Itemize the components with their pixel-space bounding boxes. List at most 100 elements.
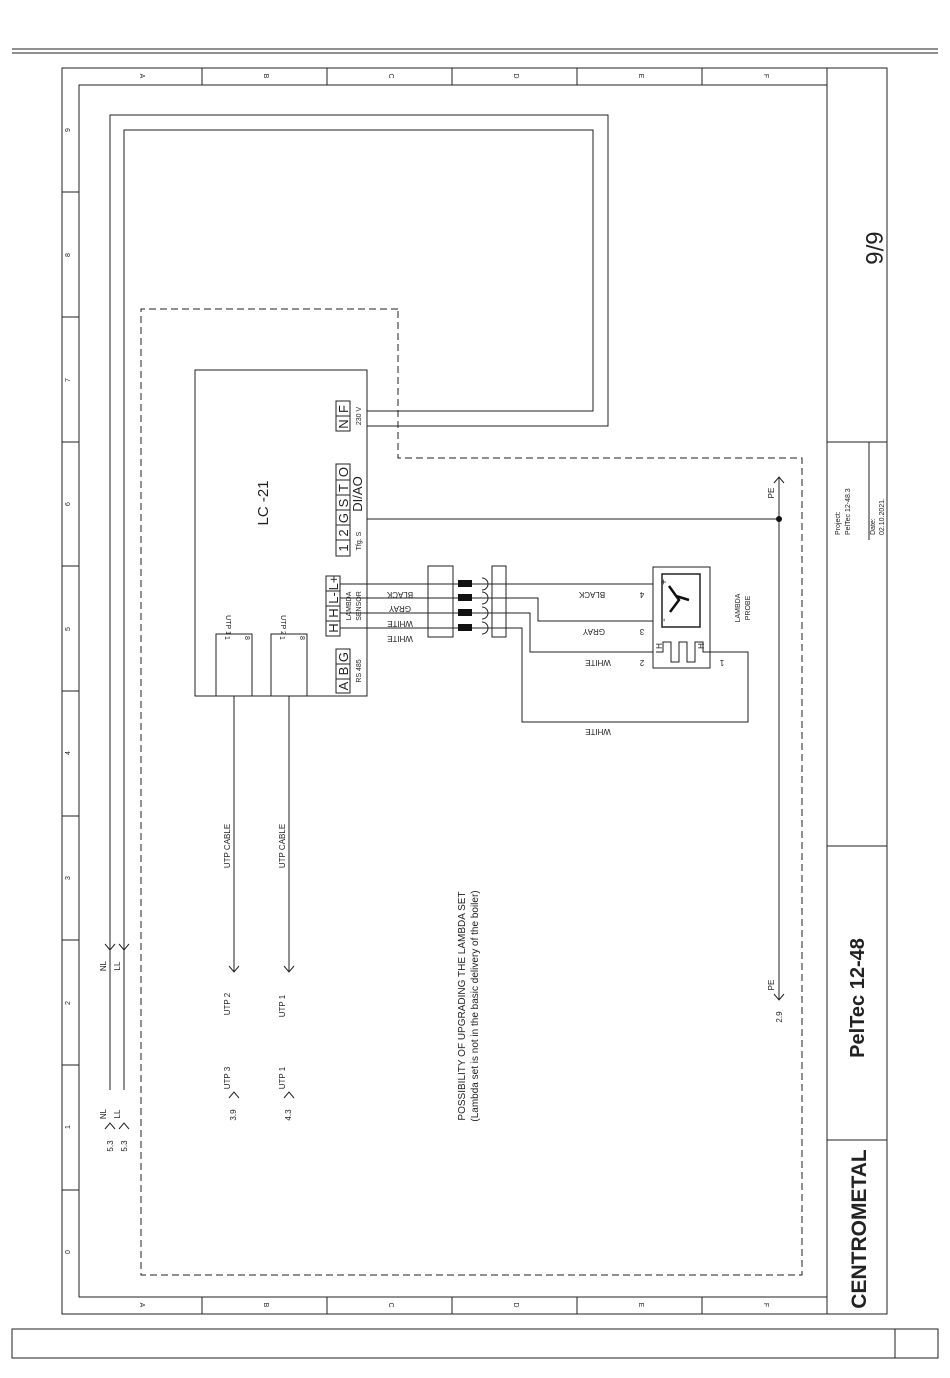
terminal-io-s: S	[336, 498, 351, 507]
row-label: 8	[65, 253, 72, 257]
col-label-top: C	[387, 73, 394, 78]
title-block: 6/6 Project: PelTec 12-48.3 Date: 02.10.…	[835, 231, 887, 1308]
date-value: 02.10.2021.	[879, 498, 886, 535]
row-label: 2	[65, 1001, 72, 1005]
date-label: Date:	[870, 518, 877, 535]
row-label: 7	[65, 378, 72, 382]
wire-label: GRAY	[388, 604, 411, 613]
probe-plus: +	[659, 579, 670, 585]
terminal-io-g: G	[336, 513, 351, 523]
terminal-rs485-b: B	[336, 667, 351, 676]
utp-cable-label: UTP CABLE	[278, 824, 287, 868]
wire-label: WHITE	[387, 619, 413, 628]
row-label: 4	[65, 751, 72, 755]
power-ll-label: LL	[113, 1109, 122, 1118]
brand-logo: CENTROMETAL	[848, 1149, 871, 1309]
lambda-wiring	[340, 565, 749, 723]
terminal-io-1: 1	[336, 544, 351, 551]
col-label-top: E	[637, 74, 644, 79]
row-labels: 0 1 2 3 4 5 6 7 8 9	[65, 128, 72, 1254]
io-sublabel: Tfg. S	[356, 531, 363, 550]
lambda-terminal-block	[325, 575, 341, 637]
supply-wires	[109, 114, 609, 1090]
power-ll-label: LL	[113, 961, 122, 970]
terminal-lambda-lminus: L-	[326, 592, 341, 604]
pe-bottom-label: PE	[767, 980, 776, 991]
col-label-bottom: C	[387, 1302, 394, 1307]
product-title: PelTec 12-48	[847, 938, 869, 1058]
rs485-terminal-block	[335, 648, 351, 694]
wire-color-white: WHITE	[585, 658, 611, 667]
probe-minus: -	[659, 618, 670, 621]
wire-labels-probe: BLACK 4 GRAY 3 WHITE 2 1 WHITE	[578, 590, 724, 736]
io-label: DI/AO	[350, 476, 365, 511]
wire-color-gray: GRAY	[582, 627, 605, 636]
utp-port-1-pin-b: 8	[243, 636, 250, 640]
pe-line	[367, 476, 785, 1001]
wire-num-2: 2	[639, 658, 644, 667]
utp-port-1-pin-a: 1	[223, 636, 230, 640]
utp-end-arrows	[228, 1091, 295, 1099]
utp-arrow-label: UTP 2	[223, 992, 232, 1015]
terminal-lambda-h2: H	[326, 608, 341, 617]
utp-port-2-name: UTP 2	[279, 615, 286, 635]
lambda-label-2: SENSOR	[356, 591, 363, 621]
col-label-top: A	[138, 74, 145, 79]
page-number: 6/6	[860, 231, 887, 264]
power-nl-ref: 5.3	[106, 1140, 115, 1152]
terminal-io-2: 2	[336, 529, 351, 536]
row-label: 1	[65, 1125, 72, 1129]
pe-junction	[776, 516, 782, 522]
col-label-top: B	[262, 74, 269, 79]
column-labels: A B C D E F A B C D E F	[138, 73, 769, 1307]
probe-heater-2: H	[697, 643, 706, 649]
wire-num-1: 1	[719, 658, 724, 667]
utp-port-1-name: UTP 1	[224, 615, 231, 635]
power-nl-label: NL	[99, 1108, 108, 1119]
wire-labels-controller: BLACK GRAY WHITE WHITE	[386, 590, 413, 643]
lambda-label-1: LAMBDA	[346, 591, 353, 620]
utp-cable-label: UTP CABLE	[223, 824, 232, 868]
utp-ports	[215, 633, 308, 697]
row-label: 9	[65, 128, 72, 132]
row-label: 5	[65, 627, 72, 631]
col-label-bottom: B	[262, 1303, 269, 1308]
probe-label-1: LAMBDA	[735, 593, 742, 622]
controller-name: LC -21	[255, 480, 272, 525]
utp-arrow-label: UTP 1	[278, 994, 287, 1017]
power-nl-label: NL	[99, 960, 108, 971]
controller-lc21: LC -21 N F 230 V 1 2 G S T O DI/AO Tfg. …	[194, 369, 368, 697]
rs485-label: RS 485	[356, 659, 363, 682]
col-label-bottom: A	[138, 1303, 145, 1308]
io-terminal-block	[335, 463, 351, 557]
terminal-io-t: T	[336, 484, 351, 492]
probe-heater-1: H	[655, 643, 664, 649]
terminal-n: N	[336, 419, 351, 428]
utp-end-label: UTP 3	[223, 1066, 232, 1089]
utp-port-2-pin-b: 8	[298, 636, 305, 640]
wire-num-3: 3	[639, 627, 644, 636]
row-label: 3	[65, 876, 72, 880]
supply-terminal-block	[335, 400, 351, 432]
power-ll-ref: 5.3	[120, 1140, 129, 1152]
utp-port-2-pin-a: 1	[278, 636, 285, 640]
terminal-io-o: O	[336, 467, 351, 477]
wire-loop-white: WHITE	[585, 727, 611, 736]
upgrade-note-line2: (Lambda set is not in the basic delivery…	[470, 890, 481, 1121]
wire-num-4: 4	[639, 590, 644, 599]
supply-label: 230 V	[356, 407, 363, 426]
page-borders	[11, 48, 939, 1359]
terminal-rs485-g: G	[336, 652, 351, 662]
wire-label: WHITE	[387, 634, 413, 643]
utp-end-label: UTP 1	[278, 1066, 287, 1089]
row-label: 0	[65, 1250, 72, 1254]
project-label: Project:	[835, 511, 842, 535]
power-labels: NL LL NL LL 5.3 5.3	[99, 960, 129, 1151]
drawing-frame	[61, 67, 888, 1315]
pe-top-label: PE	[767, 488, 776, 499]
pe-bottom-ref: 2.9	[775, 1011, 784, 1023]
terminal-f: F	[336, 405, 351, 413]
terminal-rs485-a: A	[336, 681, 351, 690]
wire-label: BLACK	[386, 590, 413, 599]
